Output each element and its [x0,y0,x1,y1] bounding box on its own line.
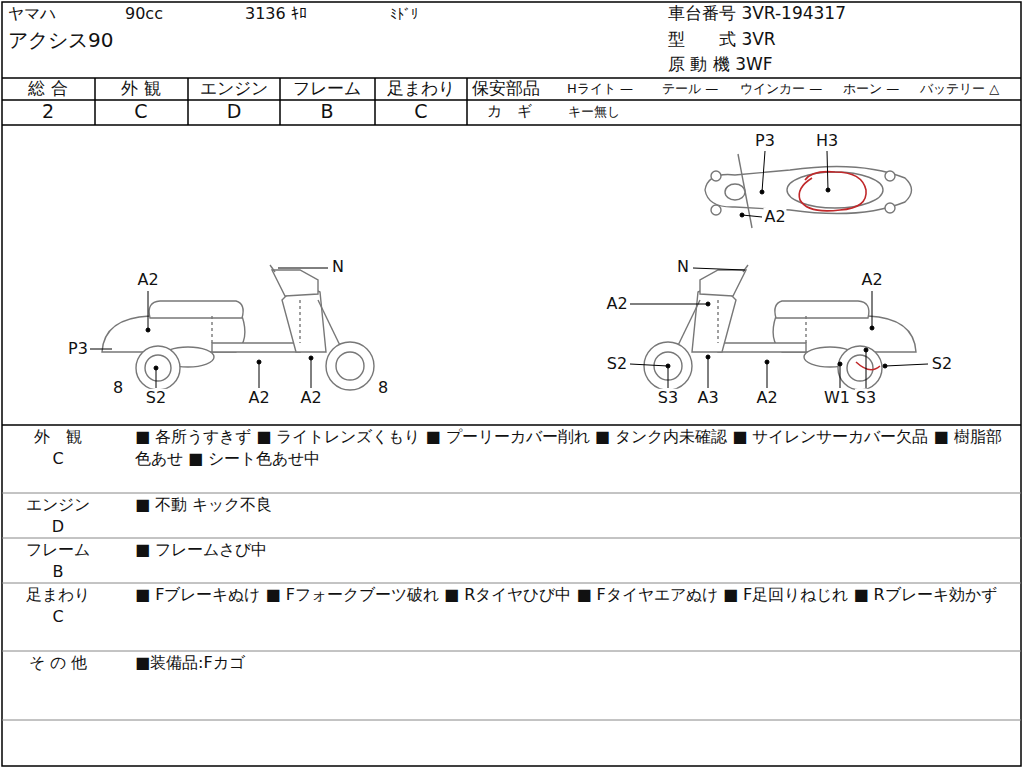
sheet-text: 車台番号 3VR-194317 [668,4,846,24]
sheet-text: 保安部品 [472,79,540,99]
damage-callout: S2 [931,355,953,373]
damage-callout: A2 [755,389,778,407]
sheet-text: D [52,518,64,536]
sheet-text: ■ 不動 キック不良 [135,494,1015,516]
damage-callout: N [676,258,690,276]
leader-lines [90,151,928,388]
sheet-text: 2 [42,101,54,123]
sheet-text: 足まわり [387,79,455,99]
damage-callout: P3 [67,340,89,358]
sheet-text: C [414,101,427,123]
damage-callout: S3 [855,389,877,407]
sheet-text: カ ギ [487,103,532,120]
damage-callout: S3 [657,389,679,407]
sheet-text: 外 観 [121,79,160,99]
sheet-text: 足まわり [26,586,90,604]
sheet-text: キー無し [568,105,620,120]
damage-callout: A2 [136,271,159,289]
sheet-text: ■ Fブレーキぬけ ■ Fフォークブーツ破れ ■ Rタイヤひび中 ■ Fタイヤエ… [135,584,1015,606]
damage-callout: N [331,258,345,276]
damage-mark [856,362,880,370]
sheet-text: Hライト — [567,82,633,97]
sheet-text: C [134,101,147,123]
sheet-text: ﾐﾄﾞﾘ [390,6,418,22]
remark-rules [2,493,1021,720]
sheet-text: ウインカー — [740,82,822,97]
damage-callout: H3 [815,132,839,150]
sheet-text: 原 動 機 3WF [668,55,773,75]
damage-callout: A3 [696,389,719,407]
sheet-text: B [53,563,64,581]
damage-callout: W1 [823,389,851,407]
sheet-text: ■ 各所うすきず ■ ライトレンズくもり ■ プーリーカバー削れ ■ タンク内未… [135,426,1015,470]
sheet-text: テール — [662,82,718,97]
damage-callout: 8 [377,379,389,397]
damage-callout: A2 [860,271,883,289]
sheet-text: 90cc [125,5,163,23]
sheet-text: エンジン [26,496,90,514]
damage-callout: S2 [145,389,167,407]
sheet-text: 型 式 3VR [668,30,776,50]
damage-callout: A2 [247,389,270,407]
sheet-text: アクシス90 [8,29,113,52]
damage-callout: A2 [299,389,322,407]
sheet-text: ヤマハ [8,5,56,23]
sheet-text: C [52,608,63,626]
sheet-text: ■ フレームさび中 [135,539,1015,561]
sheet-text: ホーン — [843,82,899,97]
sheet-text: D [227,101,242,123]
sheet-text: フレーム [293,79,361,99]
sheet-text: エンジン [200,79,268,99]
damage-circle [799,172,866,211]
damage-callout: S2 [606,355,628,373]
damage-callout: P3 [754,132,776,150]
sheet-text: 外 観 [34,428,82,446]
sheet-text: そ の 他 [29,654,87,672]
sheet-text: ■装備品:Fカゴ [135,652,1015,674]
sheet-text: C [52,450,63,468]
sheet-text: 総 合 [28,79,67,99]
scooter-side [102,265,374,390]
damage-callout: 8 [112,379,124,397]
sheet-text: 3136 ｷﾛ [245,5,307,23]
sheet-text: B [320,101,333,123]
scooter-top [705,154,912,228]
sheet-text: フレーム [26,541,90,559]
damage-callout: A2 [605,295,628,313]
damage-callout: A2 [763,208,786,226]
sheet-text: バッテリー △ [920,82,999,97]
